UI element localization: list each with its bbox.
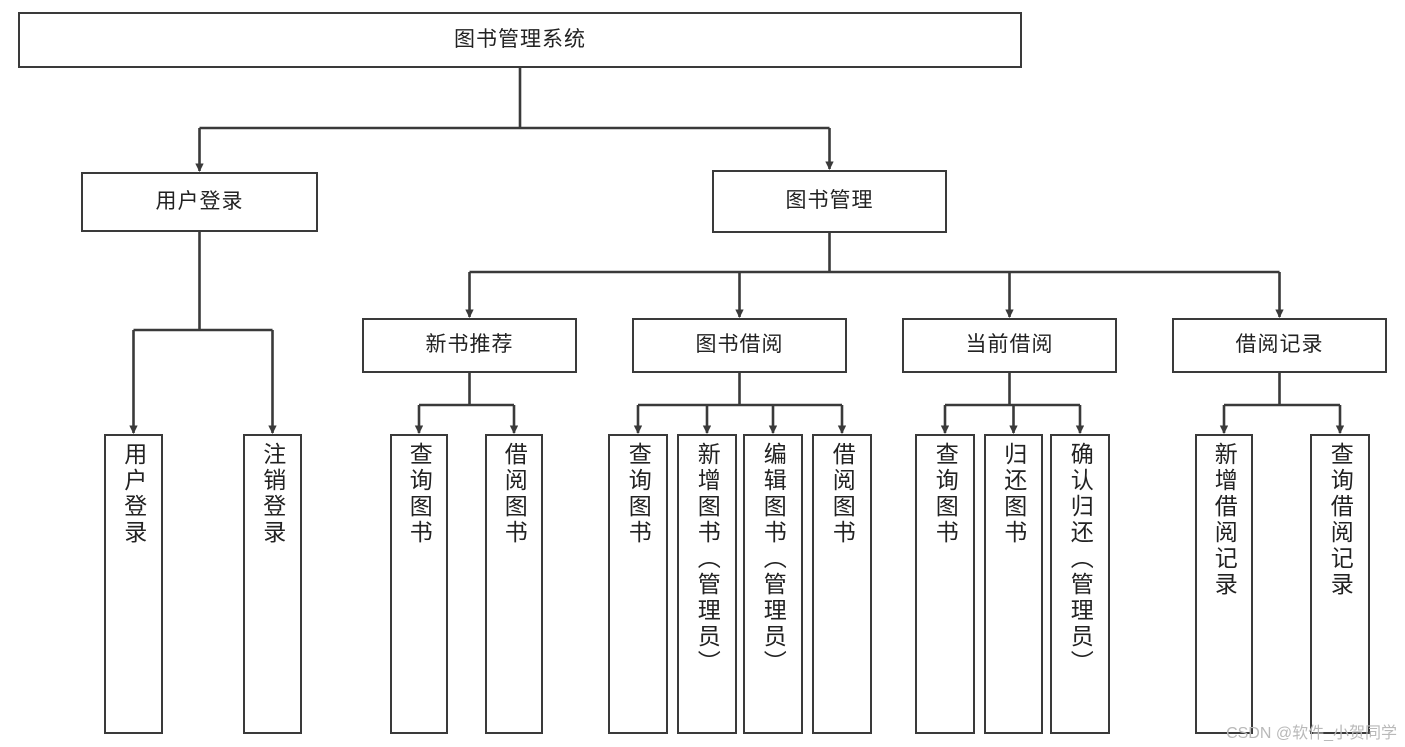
node-leaf-query-book-2[interactable]: 查询图书 — [608, 434, 668, 734]
node-leaf-query-book-3[interactable]: 查询图书 — [915, 434, 975, 734]
node-leaf-borrow-book-2-label: 借阅图书 — [829, 442, 856, 546]
node-leaf-user-login-label: 用户登录 — [120, 442, 147, 546]
node-current-borrow-label: 当前借阅 — [965, 333, 1054, 357]
node-leaf-borrow-book-1-label: 借阅图书 — [501, 442, 528, 546]
node-leaf-query-record[interactable]: 查询借阅记录 — [1310, 434, 1370, 734]
node-borrow-record-label: 借阅记录 — [1235, 333, 1324, 357]
node-book-borrow-label: 图书借阅 — [695, 333, 784, 357]
node-leaf-query-book-1-label: 查询图书 — [406, 442, 433, 546]
node-leaf-query-record-label: 查询借阅记录 — [1327, 442, 1354, 598]
node-root[interactable]: 图书管理系统 — [18, 12, 1022, 68]
node-leaf-logout-label: 注销登录 — [259, 442, 286, 546]
node-leaf-query-book-1[interactable]: 查询图书 — [390, 434, 448, 734]
node-leaf-add-book-label: 新增图书（管理员） — [694, 442, 721, 676]
node-borrow-record[interactable]: 借阅记录 — [1172, 318, 1387, 373]
node-leaf-return-book-label: 归还图书 — [1000, 442, 1027, 546]
node-leaf-query-book-2-label: 查询图书 — [625, 442, 652, 546]
node-leaf-borrow-book-2[interactable]: 借阅图书 — [812, 434, 872, 734]
node-current-borrow[interactable]: 当前借阅 — [902, 318, 1117, 373]
node-leaf-add-record-label: 新增借阅记录 — [1211, 442, 1238, 598]
node-leaf-borrow-book-1[interactable]: 借阅图书 — [485, 434, 543, 734]
node-user-login[interactable]: 用户登录 — [81, 172, 318, 232]
node-leaf-query-book-3-label: 查询图书 — [932, 442, 959, 546]
node-book-manage[interactable]: 图书管理 — [712, 170, 947, 233]
node-leaf-add-book[interactable]: 新增图书（管理员） — [677, 434, 737, 734]
node-leaf-return-book[interactable]: 归还图书 — [984, 434, 1043, 734]
node-leaf-add-record[interactable]: 新增借阅记录 — [1195, 434, 1253, 734]
node-leaf-confirm-return[interactable]: 确认归还（管理员） — [1050, 434, 1110, 734]
node-book-borrow[interactable]: 图书借阅 — [632, 318, 847, 373]
node-leaf-logout[interactable]: 注销登录 — [243, 434, 302, 734]
node-new-book-recommend[interactable]: 新书推荐 — [362, 318, 577, 373]
node-leaf-edit-book-label: 编辑图书（管理员） — [760, 442, 787, 676]
node-leaf-user-login[interactable]: 用户登录 — [104, 434, 163, 734]
node-book-manage-label: 图书管理 — [785, 189, 874, 213]
node-user-login-label: 用户登录 — [155, 189, 244, 213]
node-leaf-edit-book[interactable]: 编辑图书（管理员） — [743, 434, 803, 734]
node-new-book-recommend-label: 新书推荐 — [425, 333, 514, 357]
node-root-label: 图书管理系统 — [454, 27, 586, 51]
node-leaf-confirm-return-label: 确认归还（管理员） — [1067, 442, 1094, 676]
